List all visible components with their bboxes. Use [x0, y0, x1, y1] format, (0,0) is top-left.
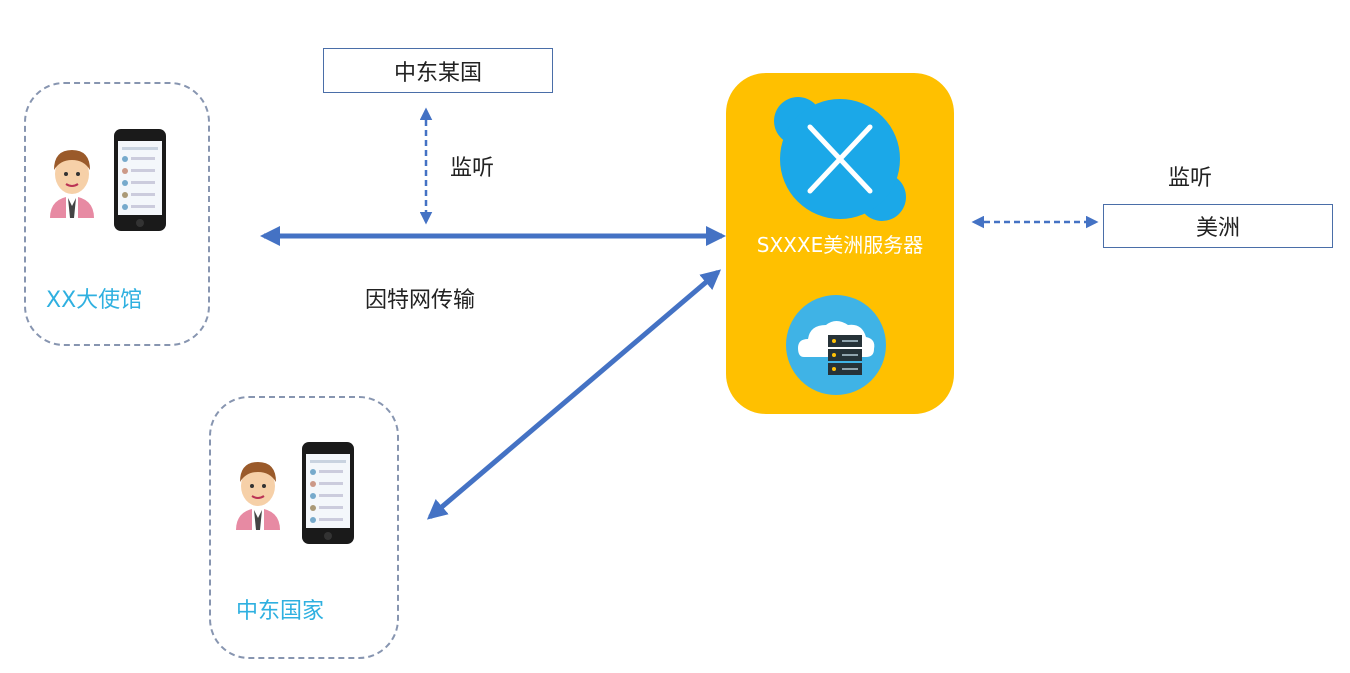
mideast-country-label: 中东国家 [236, 599, 325, 624]
smartphone-icon [302, 442, 354, 544]
smartphone-icon [114, 129, 166, 231]
listen-america-label: 监听 [1168, 166, 1213, 191]
embassy-group [24, 82, 210, 346]
server-panel: SXXXE美洲服务器 [726, 73, 954, 414]
skype-logo-icon [774, 97, 906, 221]
listen-mideast-label: 监听 [450, 156, 495, 181]
embassy-label: XX大使馆 [46, 288, 143, 313]
cloud-server-icon [786, 295, 886, 395]
internet-transmission-label: 因特网传输 [365, 288, 476, 313]
mideast-server-arrow [426, 269, 722, 520]
user-avatar-icon [236, 462, 280, 530]
mideast-country-group [209, 396, 399, 659]
server-title: SXXXE美洲服务器 [756, 233, 924, 257]
user-avatar-icon [50, 150, 94, 218]
america-box: 美洲 [1103, 204, 1333, 248]
mideast-observer-box: 中东某国 [323, 48, 553, 93]
